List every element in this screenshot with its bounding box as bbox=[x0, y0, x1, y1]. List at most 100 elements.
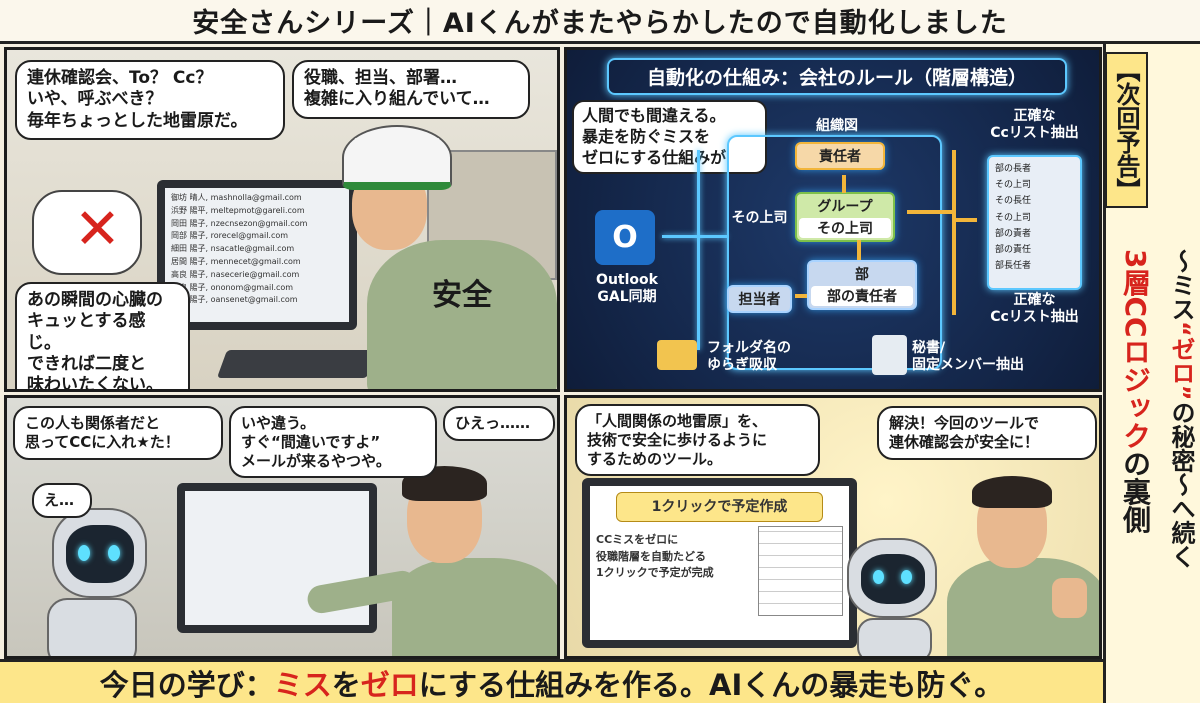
org-chart-frame bbox=[727, 135, 942, 370]
computer-monitor: 1クリックで予定作成 CCミスをゼロに 役職階層を自動たどる 1クリックで予定が… bbox=[582, 478, 857, 648]
box-dept-manager: 部の責任者 bbox=[811, 286, 913, 306]
panel-1: 御坊 晴人, mashnolla@gmail.com 浜野 陽平, meltep… bbox=[4, 47, 560, 392]
robot-head bbox=[52, 508, 147, 598]
connector-line bbox=[697, 150, 700, 350]
thought-map-icon: ✕ bbox=[32, 190, 142, 275]
arrow bbox=[795, 294, 807, 298]
helmet-icon bbox=[342, 125, 452, 190]
email-row: 岡田 陽子, nzecnsezon@gmail.com bbox=[171, 218, 308, 228]
speech-bubble: 役職、担当、部署… 複雑に入り組んでいて… bbox=[292, 60, 530, 119]
worker-body bbox=[367, 240, 557, 389]
next-episode-headline: 3層CCロジックの裏側 bbox=[1119, 249, 1152, 534]
lesson-word-zero: ゼロ bbox=[360, 667, 419, 702]
box-manager: 責任者 bbox=[795, 142, 885, 170]
cc-item: 部の責者 bbox=[995, 228, 1032, 239]
safety-badge: 安全 bbox=[432, 278, 492, 313]
robot-head bbox=[847, 538, 937, 618]
worker-body bbox=[392, 558, 557, 656]
headline-red: 3層CCロジック bbox=[1119, 249, 1152, 450]
box-group-label: グループ bbox=[817, 199, 873, 215]
outlook-label: Outlook GAL同期 bbox=[596, 272, 658, 305]
box-staff: 担当者 bbox=[727, 285, 792, 313]
comic-title: 安全さんシリーズ｜AIくんがまたやらかしたので自動化しました bbox=[0, 0, 1200, 44]
cc-item: その上司 bbox=[995, 212, 1032, 223]
org-chart-label: 組織図 bbox=[816, 118, 858, 134]
keyboard bbox=[216, 350, 378, 378]
email-screen: 御坊 晴人, mashnolla@gmail.com 浜野 陽平, meltep… bbox=[165, 188, 349, 322]
diagram-title: 自動化の仕組み：会社のルール（階層構造） bbox=[607, 58, 1067, 95]
calendar-icon bbox=[758, 526, 843, 616]
lesson-word-mistake: ミス bbox=[273, 667, 332, 702]
speech-bubble: 解決！今回のツールで 連休確認会が安全に！ bbox=[877, 406, 1097, 460]
next-episode-label: 【次回予告】 bbox=[1105, 52, 1148, 208]
arrow bbox=[857, 240, 861, 260]
secretary-label: 秘書/ 固定メンバー抽出 bbox=[912, 340, 1024, 373]
email-row: 居間 陽子, mennecet@gmail.com bbox=[171, 256, 301, 266]
email-row: 細田 陽子, nsacatle@gmail.com bbox=[171, 244, 295, 254]
box-dept: 部 部の責任者 bbox=[807, 260, 917, 310]
subtitle-pre: 〜ミス bbox=[1167, 249, 1195, 321]
robot-eye-icon bbox=[873, 570, 884, 584]
arrow bbox=[907, 210, 952, 214]
lesson-bar: 今日の学び： ミス を ゼロ にする仕組みを作る。AIくんの暴走も防ぐ。 bbox=[0, 659, 1103, 703]
label-boss: その上司 bbox=[731, 210, 788, 226]
cc-list-panel: 部の長者 その上司 その長任 その上司 部の責者 部の責任 部長任者 bbox=[987, 155, 1082, 290]
cc-item: その上司 bbox=[995, 180, 1032, 191]
speech-bubble: え… bbox=[32, 483, 92, 518]
email-row: 岡部 陽子, rorecel@gmail.com bbox=[171, 231, 289, 241]
speech-bubble: ひえっ…… bbox=[443, 406, 555, 441]
cc-label-top: 正確な Ccリスト抽出 bbox=[990, 108, 1079, 141]
email-row: 浜野 陽平, meltepmot@gareli.com bbox=[171, 205, 305, 215]
cc-item: 部の長者 bbox=[995, 164, 1032, 174]
cc-item: 部長任者 bbox=[995, 261, 1032, 272]
headline-rest: の裏側 bbox=[1119, 449, 1152, 534]
cc-label-bottom: 正確な Ccリスト抽出 bbox=[990, 292, 1079, 325]
subtitle-red: “ゼロ” bbox=[1167, 321, 1195, 401]
speech-bubble: 連休確認会、To？ Cc？ いや、呼ぶべき？ 毎年ちょっとした地雷原だ。 bbox=[15, 60, 285, 140]
speech-bubble: あの瞬間の心臓の キュッとする感じ。 できれば二度と 味わいたくない。 bbox=[15, 282, 190, 389]
robot-eye-icon bbox=[901, 570, 912, 584]
diagram-note: 人間でも間違える。 暴走を防ぐミスを ゼロにする仕組みが bbox=[572, 100, 767, 175]
box-dept-label: 部 bbox=[855, 267, 869, 283]
box-group-boss: その上司 bbox=[799, 218, 891, 238]
panel-2-diagram: 自動化の仕組み：会社のルール（階層構造） 人間でも間違える。 暴走を防ぐミスを … bbox=[564, 47, 1102, 392]
connector-line bbox=[662, 235, 727, 238]
lesson-prefix: 今日の学び： bbox=[99, 667, 274, 702]
next-episode-strip: 【次回予告】 3層CCロジックの裏側 〜ミス“ゼロ”の秘密〜へ続く bbox=[1103, 44, 1200, 703]
email-row: 高良 陽子, nasecerie@gmail.com bbox=[171, 269, 300, 279]
tool-screen: 1クリックで予定作成 CCミスをゼロに 役職階層を自動たどる 1クリックで予定が… bbox=[590, 486, 849, 640]
subtitle-post: の秘密〜へ続く bbox=[1167, 400, 1195, 569]
speech-bubble: 「人間関係の地雷原」を、 技術で安全に歩けるように するためのツール。 bbox=[575, 404, 820, 477]
folder-icon bbox=[657, 340, 697, 370]
secretary-icon bbox=[872, 335, 907, 375]
robot-body bbox=[47, 598, 137, 656]
lesson-mid: を bbox=[331, 667, 361, 702]
cc-item: 部の責任 bbox=[995, 244, 1032, 255]
arrow bbox=[952, 218, 977, 222]
worker-hair bbox=[972, 476, 1052, 508]
robot-face bbox=[66, 525, 134, 583]
outlook-icon: O bbox=[595, 210, 655, 265]
folder-label: フォルダ名の ゆらぎ吸収 bbox=[707, 340, 791, 373]
robot-eye-icon bbox=[78, 545, 90, 561]
cc-item: その長任 bbox=[995, 196, 1032, 207]
panel-3: この人も関係者だと 思ってCCに入れ★た！ いや違う。 すぐ“間違いですよ” メ… bbox=[4, 395, 560, 659]
arrow bbox=[952, 150, 956, 315]
email-row: 段良 陽子, ononom@gmail.com bbox=[171, 282, 294, 292]
next-episode-subtitle: 〜ミス“ゼロ”の秘密〜へ続く bbox=[1167, 249, 1195, 569]
robot-eye-icon bbox=[108, 545, 120, 561]
box-group: グループ その上司 bbox=[795, 192, 895, 242]
computer-monitor bbox=[177, 483, 377, 633]
computer-monitor: 御坊 晴人, mashnolla@gmail.com 浜野 陽平, meltep… bbox=[157, 180, 357, 330]
robot-face bbox=[861, 554, 925, 604]
email-row: 段冨 陽子, oansenet@gmail.com bbox=[171, 295, 298, 305]
tool-text: CCミスをゼロに 役職階層を自動たどる 1クリックで予定が完成 bbox=[596, 533, 714, 580]
arrow bbox=[842, 175, 846, 193]
speech-bubble: いや違う。 すぐ“間違いですよ” メールが来るやつや。 bbox=[229, 406, 437, 479]
tool-title: 1クリックで予定作成 bbox=[616, 492, 823, 523]
panel-4: 1クリックで予定作成 CCミスをゼロに 役職階層を自動たどる 1クリックで予定が… bbox=[564, 395, 1102, 659]
robot-body bbox=[857, 618, 932, 656]
thumbs-up-icon bbox=[1052, 578, 1087, 618]
lesson-suffix: にする仕組みを作る。AIくんの暴走も防ぐ。 bbox=[418, 667, 1004, 702]
email-row: 御坊 晴人, mashnolla@gmail.com bbox=[171, 193, 302, 202]
